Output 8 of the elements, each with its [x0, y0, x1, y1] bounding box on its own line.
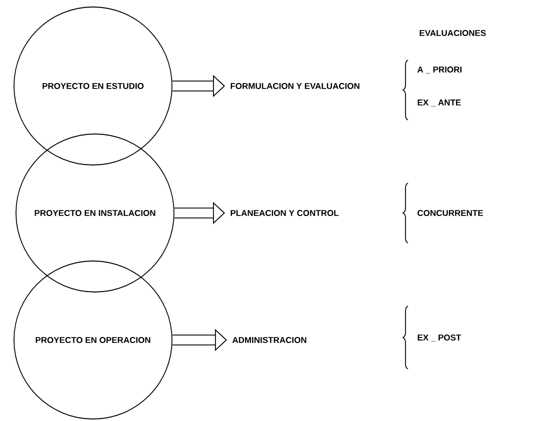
evaluation-label: EX _ ANTE — [418, 100, 461, 106]
evaluation-label: A _ PRIORI — [417, 66, 462, 74]
evaluation-label: EX _ POST — [418, 334, 462, 342]
evaluation-label: CONCURRENTE — [418, 210, 483, 216]
activity-text: FORMULACION Y EVALUACION — [230, 83, 360, 89]
column-heading: EVALUACIONES — [420, 30, 486, 36]
activity-text: ADMINISTRACION — [232, 337, 306, 343]
activity-text: PLANEACION Y CONTROL — [230, 210, 339, 216]
